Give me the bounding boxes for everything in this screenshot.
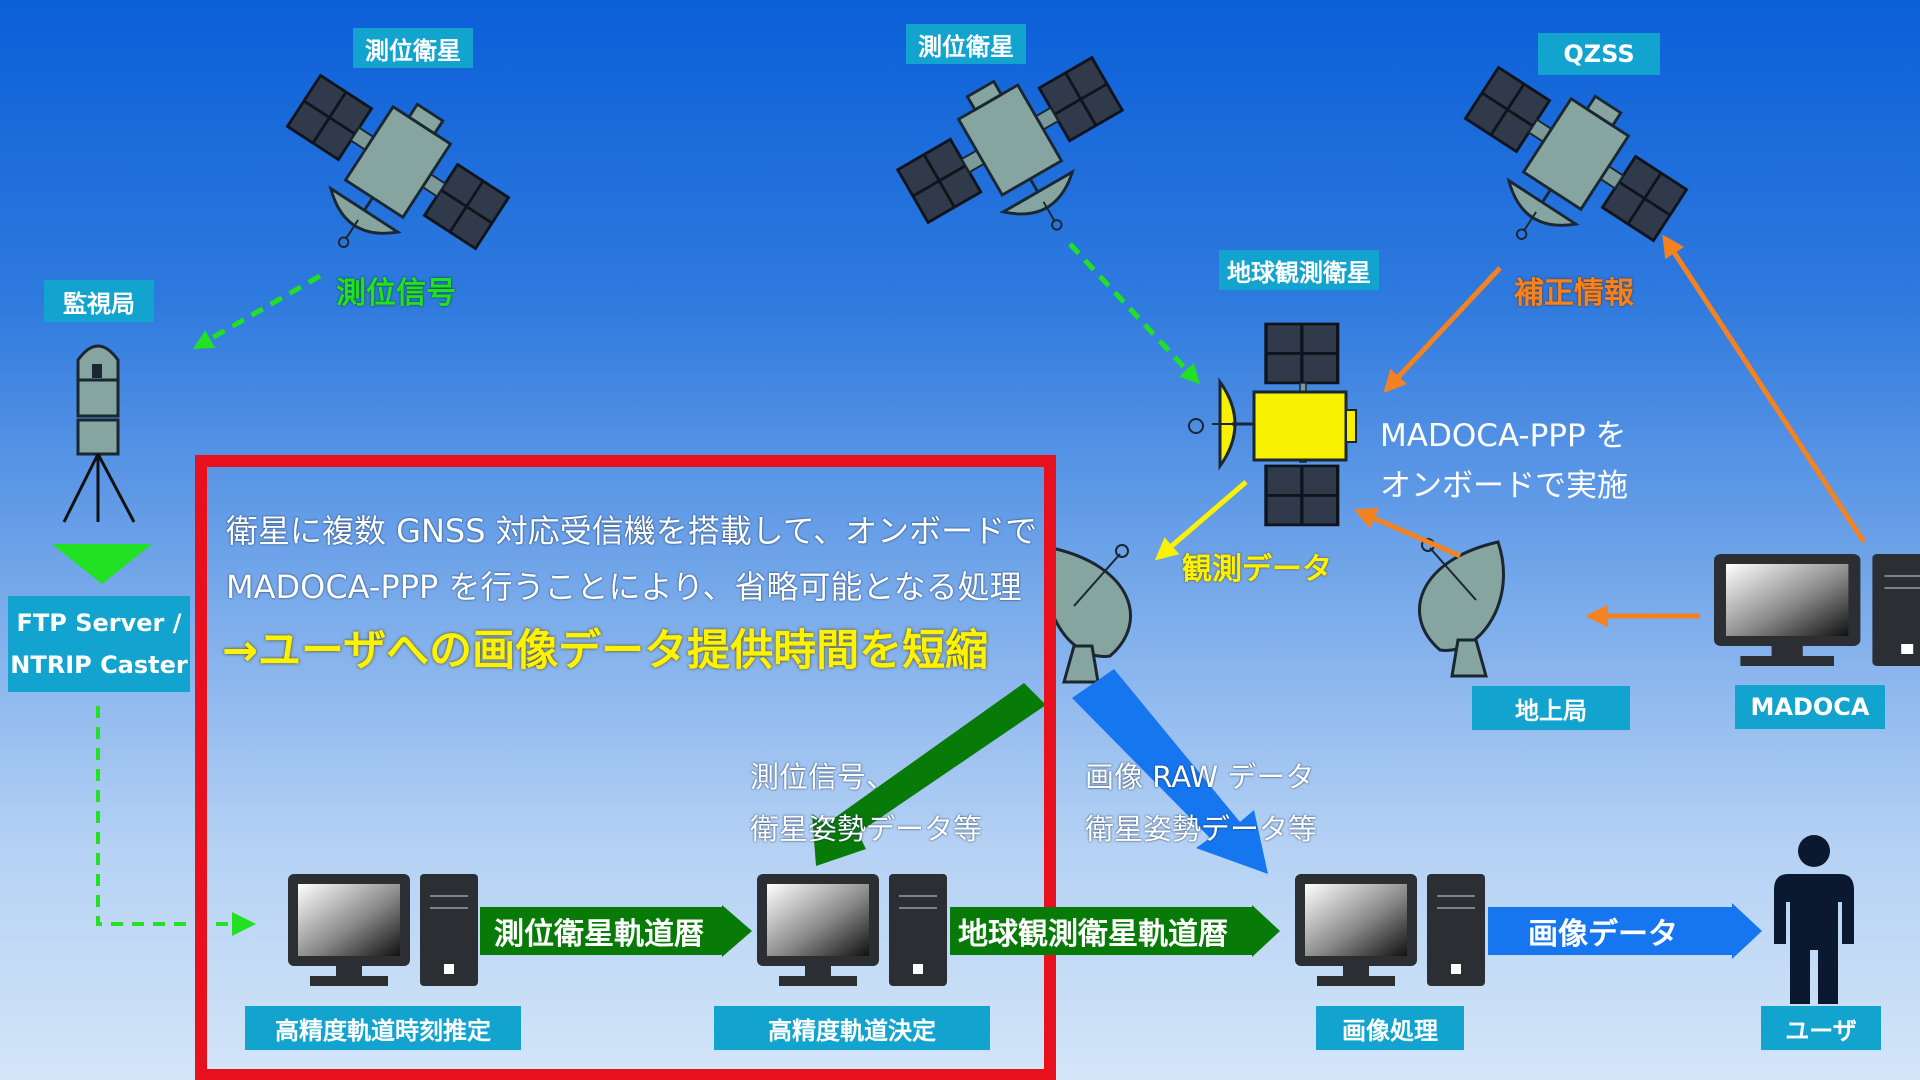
onboard-madoca-line1: MADOCA-PPP を	[1380, 418, 1627, 454]
download-triangle-icon	[52, 544, 152, 584]
image-processing-label: 画像処理	[1316, 1006, 1464, 1050]
ftp-to-estimation-arrowhead	[232, 912, 256, 936]
madoca-to-qzss-arrow	[1662, 234, 1867, 544]
correction-info-text: 補正情報	[1514, 276, 1634, 311]
orbit-time-estimation-label: 高精度軌道時刻推定	[245, 1006, 521, 1050]
positioning-satellite-mid-icon	[883, 33, 1157, 284]
ftp-server-line2: NTRIP Caster	[10, 651, 188, 679]
ground-to-eo-satellite-arrow	[1353, 508, 1462, 559]
image-data-arrow	[1488, 903, 1762, 959]
image-processing-computer-icon	[1294, 873, 1486, 987]
eo-ephemeris-label: 地球観測衛星軌道暦	[958, 917, 1228, 952]
eo-ephemeris-arrow	[950, 905, 1280, 957]
positioning-ephemeris-arrow	[480, 905, 752, 957]
monitoring-station-label: 監視局	[44, 280, 154, 322]
positioning-signal-arrow-mid	[1068, 242, 1201, 385]
madoca-label: MADOCA	[1735, 685, 1885, 729]
qzss-label: QZSS	[1538, 33, 1660, 75]
positioning-satellite-left-label: 測位衛星	[353, 28, 473, 68]
correction-info-arrow	[1383, 266, 1502, 393]
observation-data-arrow	[1154, 480, 1248, 561]
positioning-signal-left-text: 測位信号	[336, 276, 456, 311]
box-highlight-text: →ユーザへの画像データ提供時間を短縮	[222, 626, 989, 676]
positioning-signal-note-line1: 測位信号、	[750, 760, 896, 794]
positioning-satellite-mid-label: 測位衛星	[906, 24, 1026, 64]
ground-antenna-mid-icon	[1044, 543, 1133, 684]
observation-data-text: 観測データ	[1182, 552, 1332, 587]
user-label: ユーザ	[1761, 1006, 1881, 1050]
raw-data-note-line2: 衛星姿勢データ等	[1085, 812, 1318, 846]
positioning-ephemeris-label: 測位衛星軌道暦	[494, 917, 704, 952]
qzss-satellite-icon	[1427, 44, 1702, 301]
ftp-server-label: FTP Server / NTRIP Caster	[8, 596, 190, 692]
ftp-server-line1: FTP Server /	[16, 609, 182, 637]
monitoring-station-icon	[62, 344, 136, 523]
positioning-signal-big-arrow	[812, 683, 1046, 866]
ground-station-label: 地上局	[1472, 686, 1630, 730]
onboard-madoca-line2: オンボードで実施	[1380, 468, 1628, 504]
positioning-signal-note-line2: 衛星姿勢データ等	[750, 812, 983, 846]
image-data-label: 画像データ	[1528, 917, 1678, 952]
highlight-box	[195, 455, 1056, 1080]
madoca-computer-icon	[1712, 552, 1920, 668]
orbit-time-estimation-computer-icon	[287, 873, 479, 987]
raw-data-note-line1: 画像 RAW データ	[1085, 760, 1315, 794]
box-text-line1: 衛星に複数 GNSS 対応受信機を搭載して、オンボードで	[226, 512, 1038, 550]
orbit-determination-computer-icon	[756, 873, 948, 987]
orbit-determination-label: 高精度軌道決定	[714, 1006, 990, 1050]
box-text-line2: MADOCA-PPP を行うことにより、省略可能となる処理	[226, 568, 1022, 606]
raw-data-big-arrow	[1072, 669, 1268, 874]
earth-observation-satellite-icon	[1188, 322, 1357, 527]
ground-station-antenna-icon	[1417, 537, 1506, 678]
positioning-signal-arrow-left	[192, 273, 322, 349]
ftp-to-estimation-dashed-line	[96, 706, 254, 926]
user-person-icon	[1774, 835, 1854, 1004]
eo-satellite-label: 地球観測衛星	[1219, 250, 1379, 290]
